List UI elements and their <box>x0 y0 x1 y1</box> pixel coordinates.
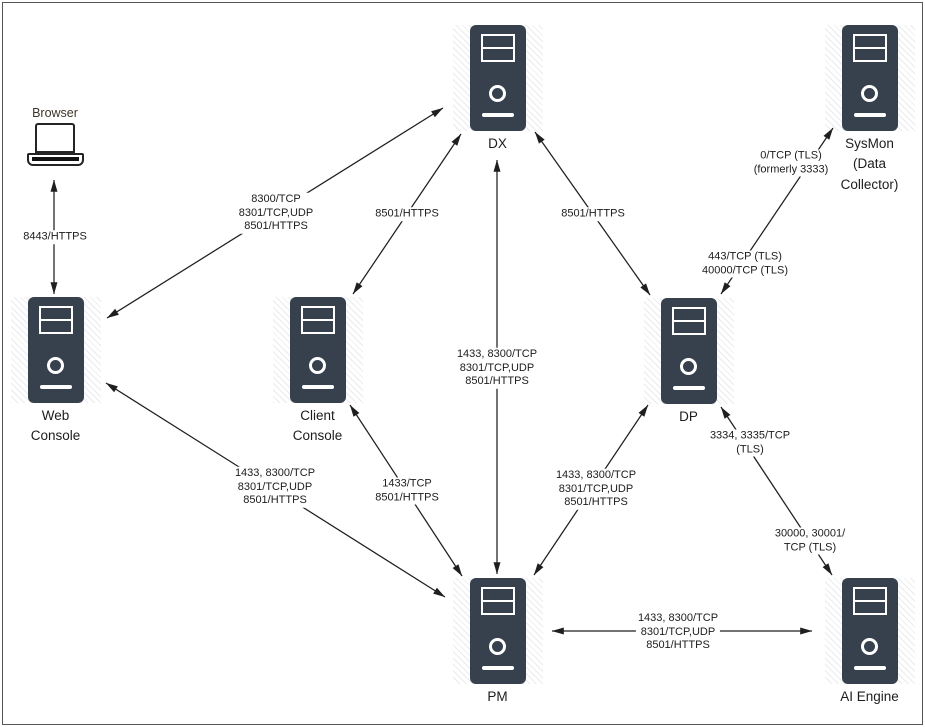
connection-label: 8501/HTTPS <box>559 207 627 221</box>
server-icon <box>660 298 717 404</box>
server-icon <box>841 578 898 684</box>
server-icon <box>27 297 84 403</box>
connection-label: 1433, 8300/TCP 8301/TCP,UDP 8501/HTTPS <box>232 466 318 508</box>
connection-label: 1433, 8300/TCP 8301/TCP,UDP 8501/HTTPS <box>454 347 540 389</box>
connection-label: 0/TCP (TLS) (formerly 3333) <box>751 149 831 177</box>
connection-label: 3334, 3335/TCP (TLS) <box>707 429 793 457</box>
connection-label: 8300/TCP 8301/TCP,UDP 8501/HTTPS <box>236 192 316 234</box>
node-label-dx: DX <box>488 136 507 151</box>
node-label-pm: PM <box>487 689 508 704</box>
node-label-dp: DP <box>679 409 698 424</box>
server-icon <box>469 578 526 684</box>
server-icon <box>841 25 898 131</box>
node-label-web-console: Web Console <box>30 408 81 444</box>
connection-label: 8501/HTTPS <box>373 207 441 221</box>
node-label-sysmon: SysMon (Data Collector) <box>840 136 899 192</box>
node-label-ai-engine: AI Engine <box>840 689 899 704</box>
server-icon <box>469 25 526 131</box>
connection-label: 1433, 8300/TCP 8301/TCP,UDP 8501/HTTPS <box>553 468 639 510</box>
connection-label: 443/TCP (TLS) 40000/TCP (TLS) <box>699 250 791 278</box>
node-label-browser: Browser <box>32 106 78 120</box>
connection-label: 1433/TCP 8501/HTTPS <box>373 477 441 505</box>
server-icon <box>289 297 346 403</box>
node-browser: Browser <box>10 104 100 184</box>
node-label-client-console: Client Console <box>292 408 343 444</box>
connection-label: 30000, 30001/ TCP (TLS) <box>772 527 848 555</box>
connection-label: 1433, 8300/TCP 8301/TCP,UDP 8501/HTTPS <box>635 611 721 653</box>
laptop-icon <box>26 123 84 166</box>
connection-label: 8443/HTTPS <box>21 230 89 244</box>
